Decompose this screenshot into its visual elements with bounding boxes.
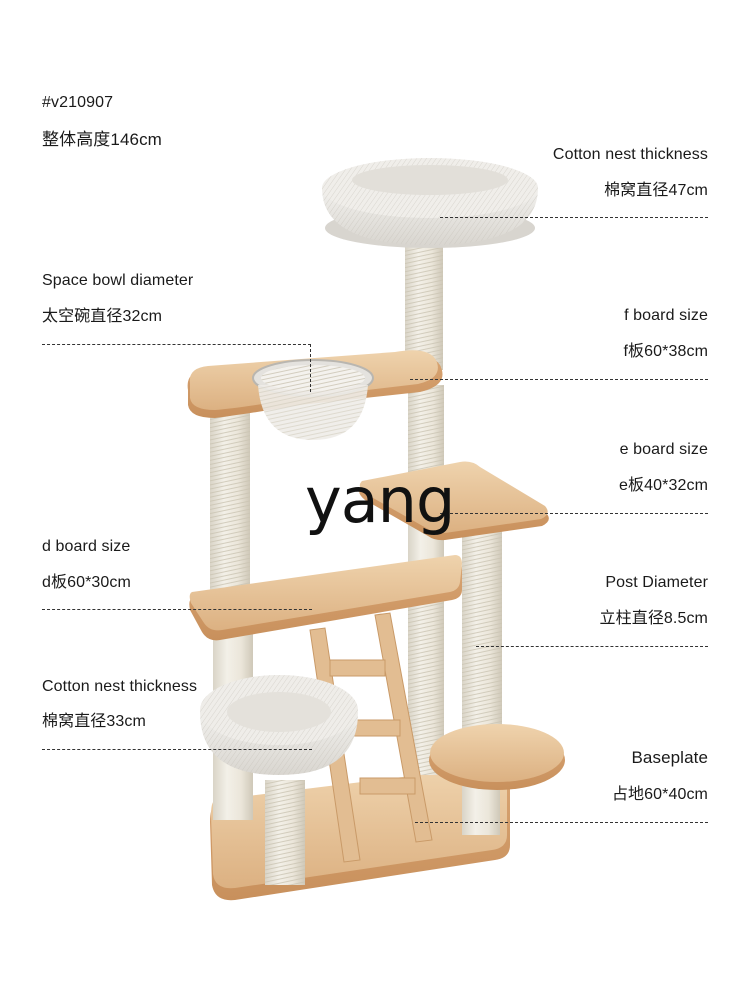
bottom-cotton-nest — [200, 675, 358, 775]
watermark-text: yang — [305, 464, 455, 537]
post-diameter-title: Post Diameter — [605, 574, 708, 591]
top-cotton-nest — [322, 158, 538, 248]
f-board — [187, 350, 443, 440]
overall-height: 整体高度146cm — [42, 130, 162, 149]
post-diameter-leader-line — [476, 646, 708, 647]
top-nest-title: Cotton nest thickness — [552, 146, 708, 163]
space-bowl-leader-line — [42, 344, 311, 345]
version-code: #v210907 — [42, 94, 114, 111]
baseplate-leader-line — [415, 822, 708, 823]
f-board-title: f board size — [624, 307, 708, 324]
round-step — [429, 724, 565, 790]
space-bowl-title: Space bowl diameter — [42, 272, 194, 289]
f-board-value: f板60*38cm — [623, 343, 708, 360]
top-nest-value: 棉窝直径47cm — [604, 182, 708, 199]
d-board-leader-line — [42, 609, 312, 610]
post-diameter-value: 立柱直径8.5cm — [599, 610, 708, 627]
bottom-nest-value: 棉窝直径33cm — [42, 713, 146, 730]
d-board-title: d board size — [42, 538, 131, 555]
f-board-leader-line — [410, 379, 708, 380]
d-board — [189, 555, 463, 641]
top-nest-leader-line — [440, 217, 708, 218]
e-board-value: e板40*32cm — [619, 477, 708, 494]
e-board-title: e board size — [619, 441, 708, 458]
e-board-leader-line — [440, 513, 708, 514]
space-bowl-leader-drop — [310, 344, 311, 392]
e-board — [359, 461, 549, 541]
bottom-nest-leader-line — [42, 749, 312, 750]
baseplate-value: 占地60*40cm — [611, 786, 708, 803]
space-bowl-value: 太空碗直径32cm — [42, 308, 163, 325]
baseplate-title: Baseplate — [631, 748, 708, 767]
bottom-nest-title: Cotton nest thickness — [42, 678, 198, 695]
d-board-value: d板60*30cm — [42, 574, 131, 591]
